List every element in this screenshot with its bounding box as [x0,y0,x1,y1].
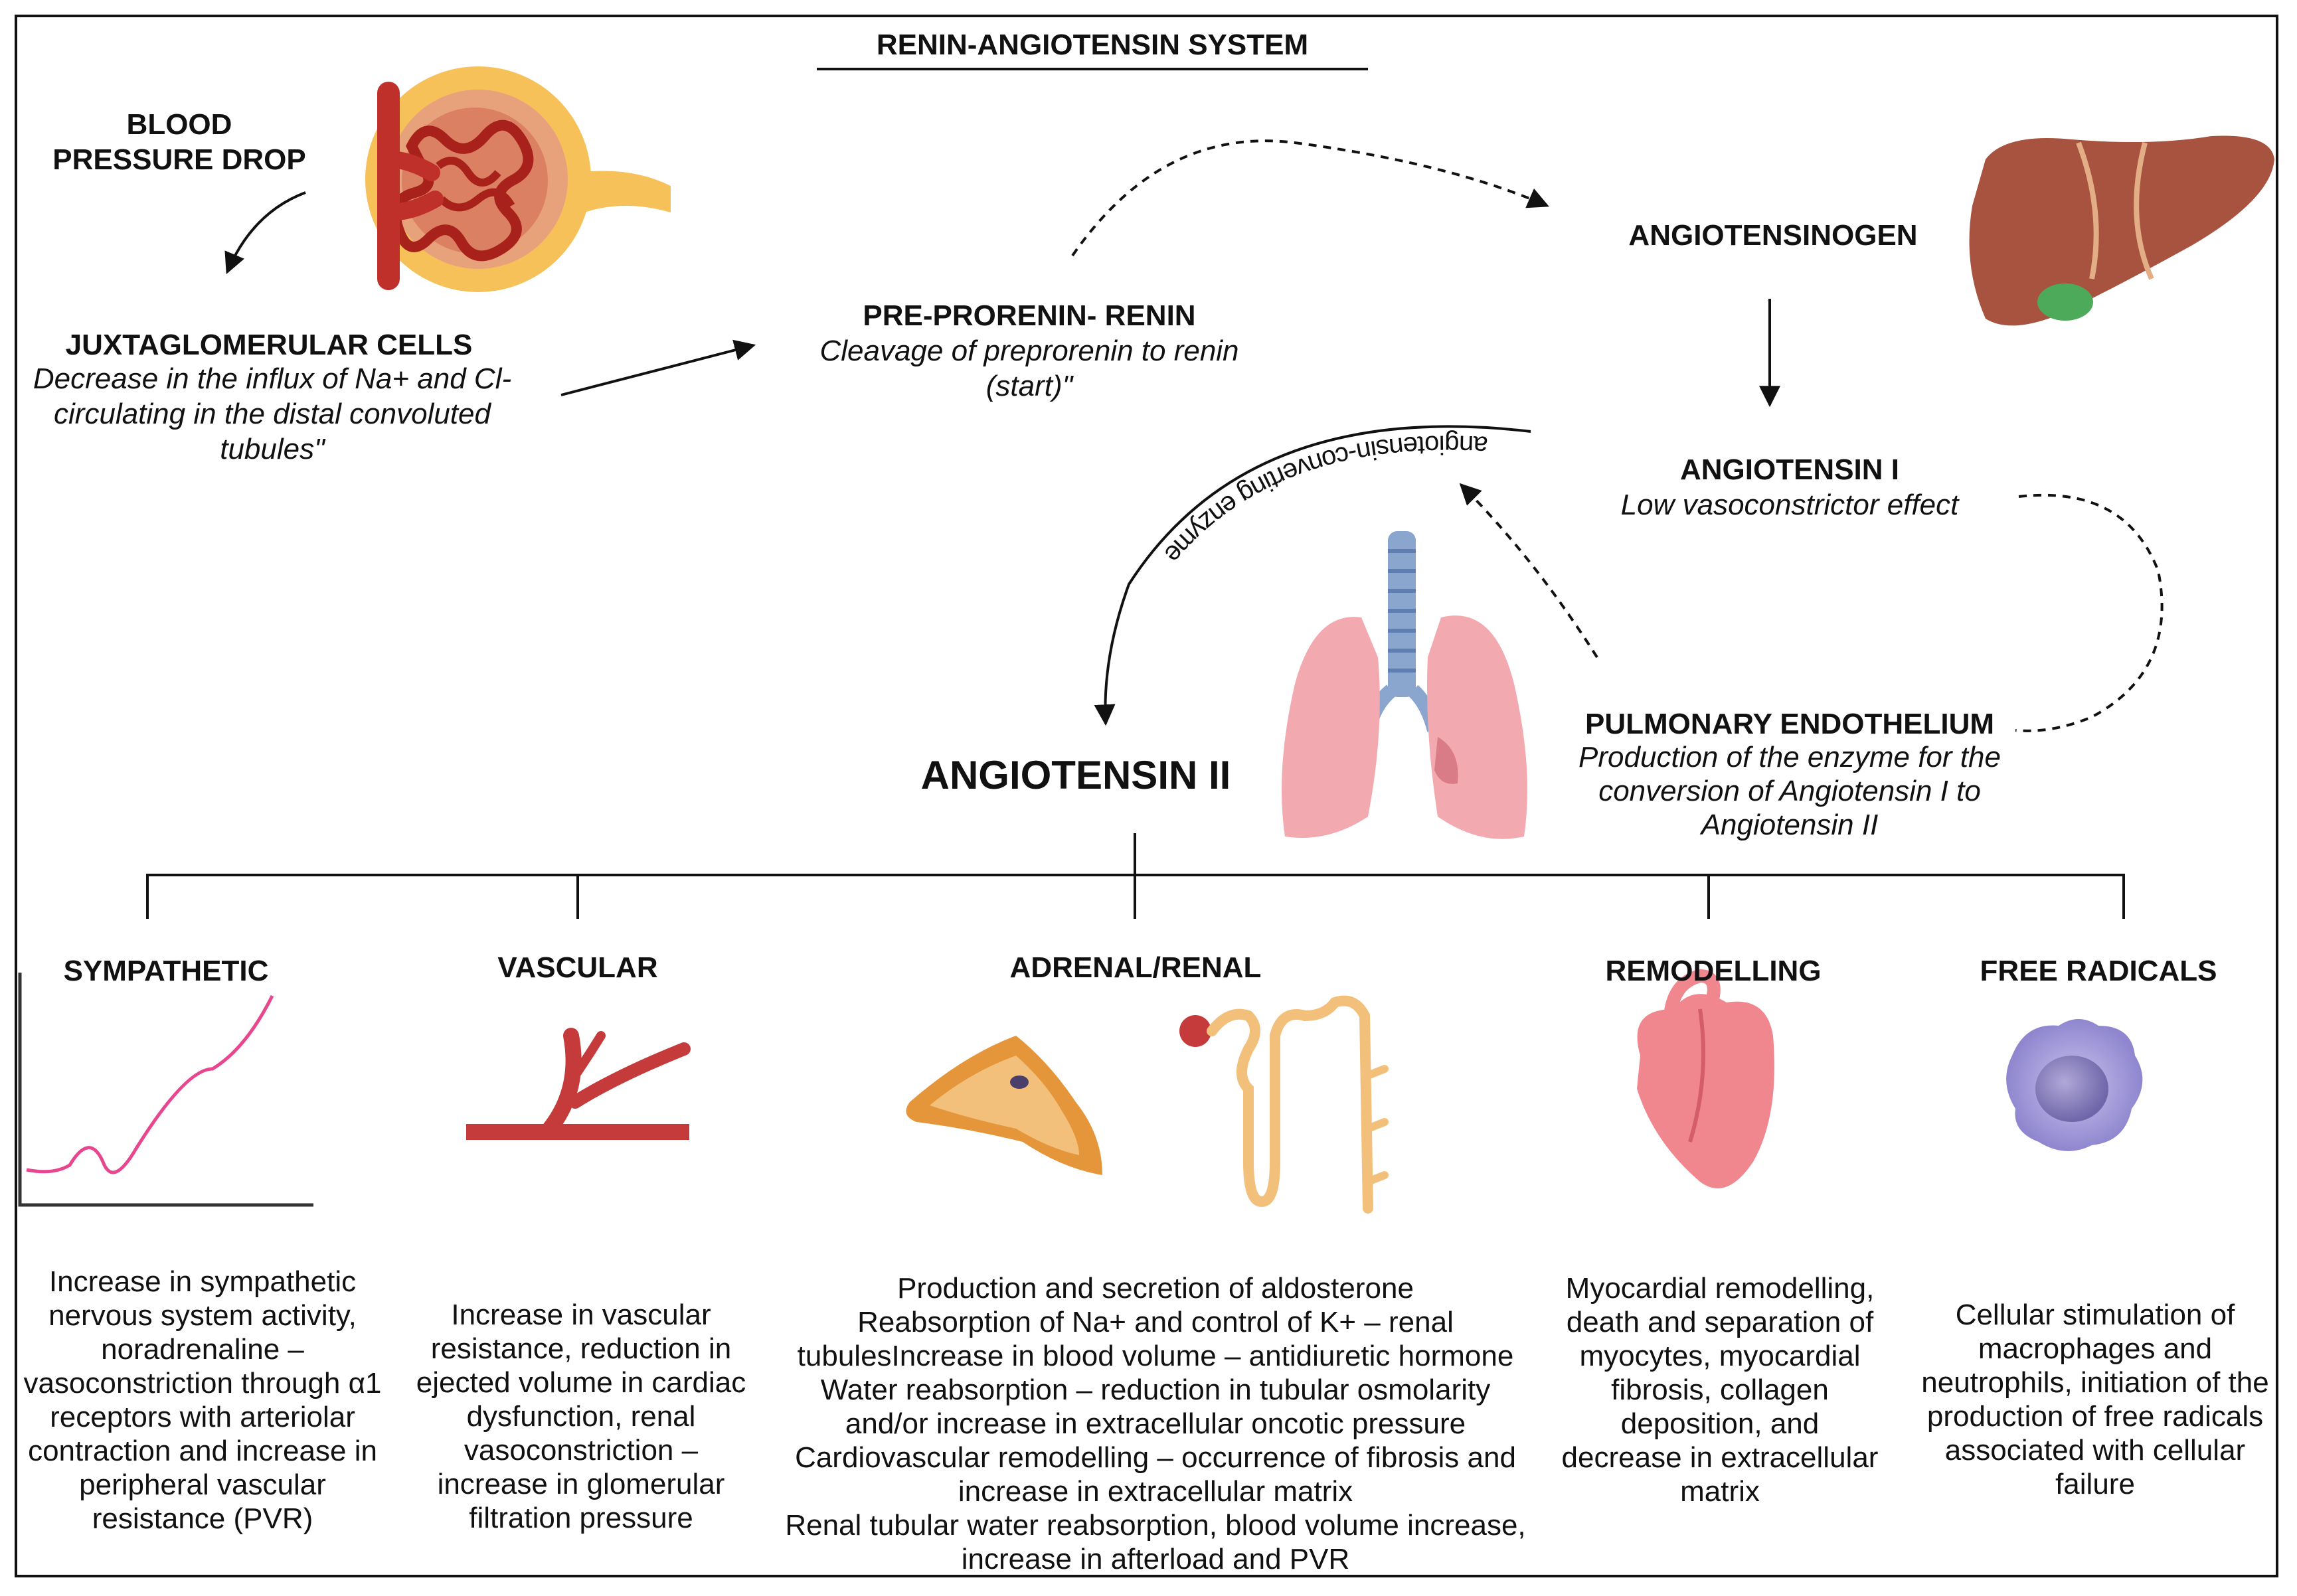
adrenal-renal-line: Cardiovascular remodelling – occurrence … [795,1441,1516,1475]
effect-sympathetic-label: SYMPATHETIC [63,955,269,987]
pulmonary-label: PULMONARY ENDOTHELIUM [1585,708,1994,740]
effect-adrenal-renal-desc: Production and secretion of aldosterone … [764,1271,1547,1576]
arrow-pulmonary-to-conversion [1459,483,1598,659]
blood-vessel-icon [466,1028,691,1140]
adrenal-renal-line: increase in afterload and PVR [961,1543,1350,1576]
adrenal-renal-line: Production and secretion of aldosterone [897,1272,1414,1305]
effect-vascular-label: VASCULAR [497,951,658,984]
effect-free-radicals-label: FREE RADICALS [1980,955,2217,987]
jg-cells-label: JUXTAGLOMERULAR CELLS [65,329,473,361]
adrenal-renal-line: Renal tubular water reabsorption, blood … [785,1509,1526,1542]
jg-cells-desc: Decrease in the influx of Na+ and Cl- ci… [33,362,512,465]
nephron-icon [1179,995,1389,1214]
effect-sympathetic-desc: Increase in sympathetic nervous system a… [23,1265,382,1536]
kidney-glomerulus-icon [365,66,671,292]
adrenal-renal-line: increase in extracellular matrix [958,1475,1353,1508]
effect-remodelling-label: REMODELLING [1605,955,1822,987]
ang1-label: ANGIOTENSIN I [1679,453,1900,486]
effect-adrenal-renal-label: ADRENAL/RENAL [1009,951,1262,984]
adrenal-renal-line: and/or increase in extracellular oncotic… [845,1407,1466,1441]
loop-ang1-pulmonary [2015,493,2164,732]
lungs-icon [1282,531,1527,839]
arrow-bp-to-jg [224,191,306,274]
macrophage-icon [2006,1019,2143,1151]
diagram-title: RENIN-ANGIOTENSIN SYSTEM [876,29,1309,61]
effect-free-radicals-desc: Cellular stimulation of macrophages and … [1921,1299,2269,1501]
prorenin-desc: Cleavage of preprorenin to renin (start)… [819,335,1239,402]
effects-tree [146,833,2125,919]
adrenal-renal-line: tubulesIncrease in blood volume – antidi… [797,1340,1514,1373]
graph-icon [18,973,313,1207]
prorenin-label: PRE-PRORENIN- RENIN [863,299,1196,332]
effect-vascular-desc: Increase in vascular resistance, reducti… [416,1299,746,1535]
arrow-jg-to-prorenin [560,339,756,396]
pulmonary-desc: Production of the enzyme for the convers… [1578,741,2001,842]
adrenal-renal-line: Reabsorption of Na+ and control of K+ – … [857,1306,1454,1339]
arrow-prorenin-to-angiotensinogen [1071,139,1549,257]
bp-drop-label: BLOOD PRESSURE DROP [52,108,306,176]
adrenal-renal-line: Water reabsorption – reduction in tubula… [820,1374,1491,1407]
angiotensinogen-label: ANGIOTENSINOGEN [1628,219,1918,252]
liver-icon [1969,135,2274,326]
heart-icon [1637,969,1774,1188]
ang1-desc: Low vasoconstrictor effect [1620,489,1959,521]
figure-frame [15,15,2278,1577]
arrow-ang1-to-ang2-ace [1094,425,1531,726]
effect-remodelling-desc: Myocardial remodelling, death and separa… [1561,1272,1879,1508]
adrenal-gland-icon [906,1036,1102,1175]
ang2-label: ANGIOTENSIN II [920,753,1231,797]
